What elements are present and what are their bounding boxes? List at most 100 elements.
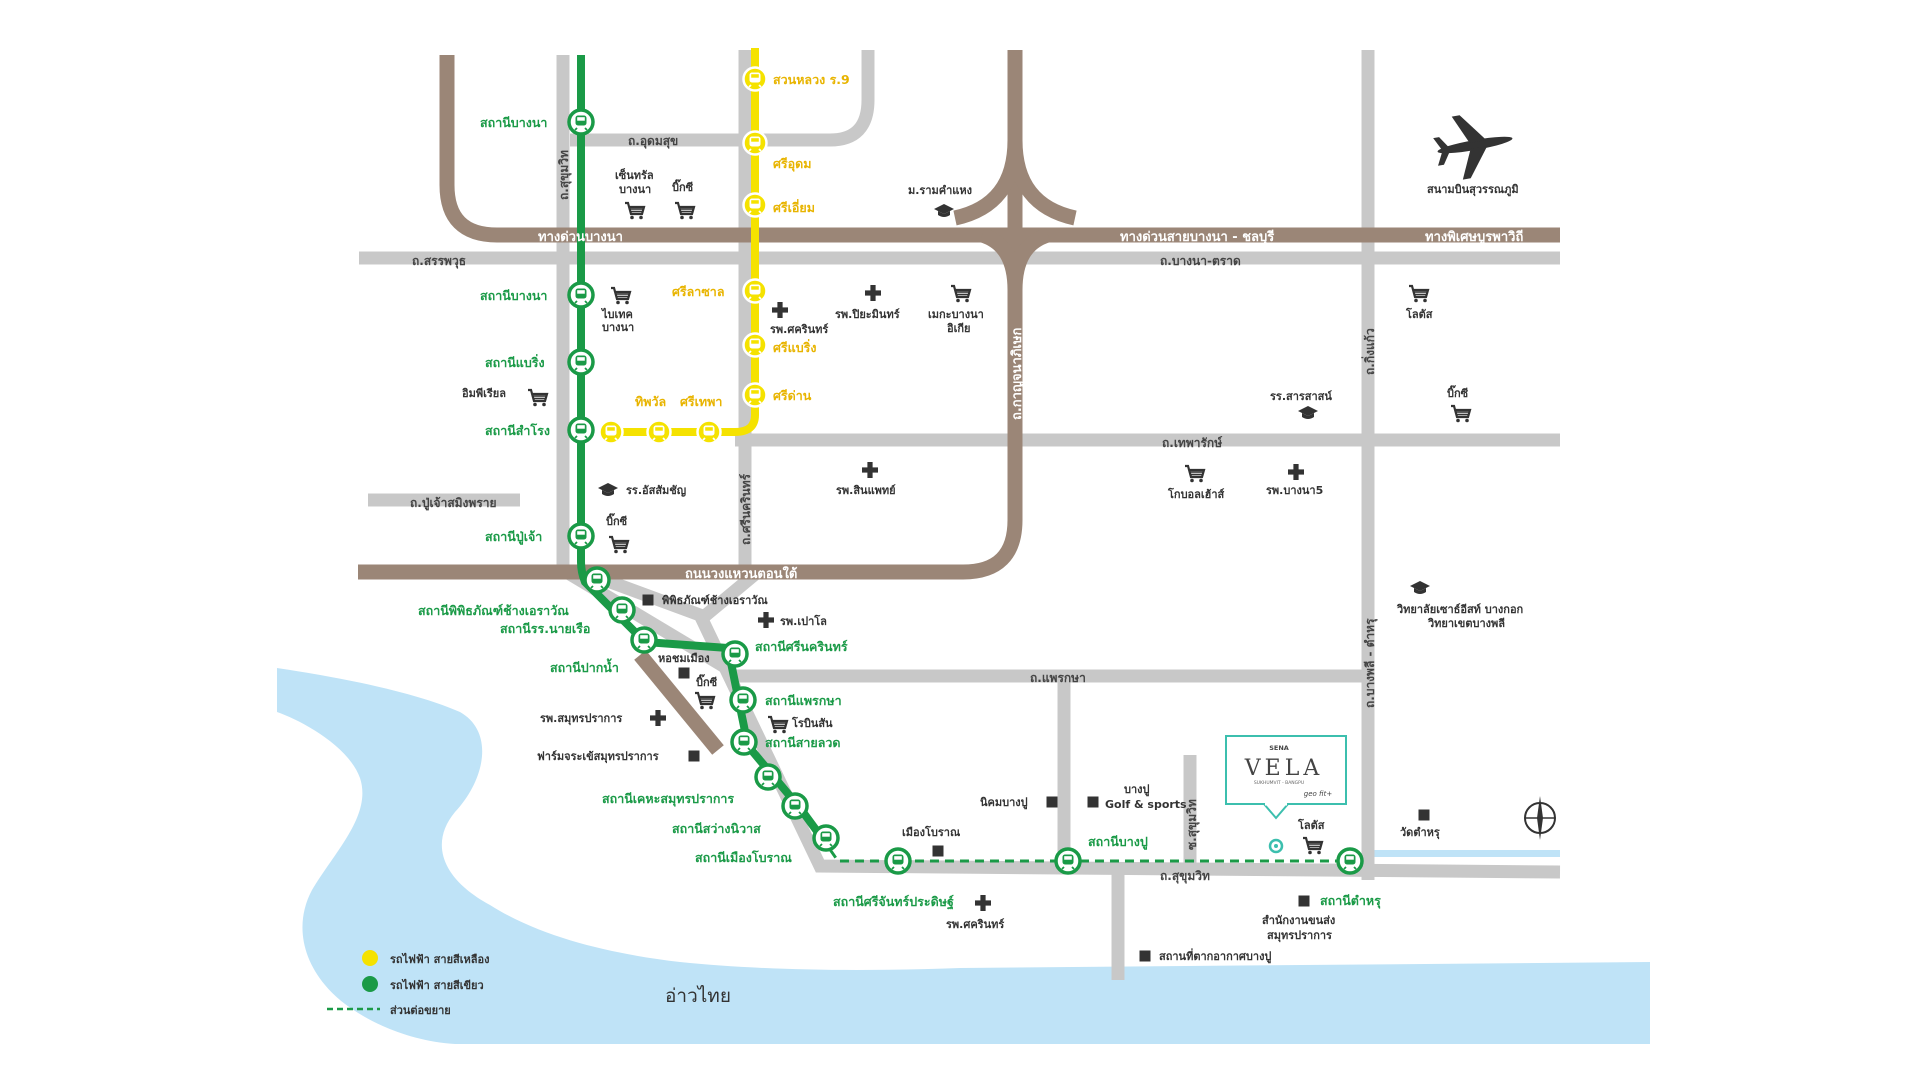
yellow-line-track bbox=[600, 48, 759, 436]
place-central-2: บางนา bbox=[619, 183, 651, 196]
station-label-naval: สถานีรร.นายเรือ bbox=[500, 621, 590, 636]
place-central: เซ็นทรัล bbox=[615, 168, 654, 182]
station-label-sriiam: ศรีเอี่ยม bbox=[773, 199, 815, 215]
place-paolo: รพ.เปาโล bbox=[780, 614, 827, 628]
shopping-cart-icon bbox=[1407, 284, 1430, 304]
road-label-udomsuk: ถ.อุดมสุข bbox=[628, 134, 678, 149]
cross-icon bbox=[772, 302, 788, 318]
compass-icon bbox=[1524, 796, 1556, 840]
place-assumption: รร.อัสสัมชัญ bbox=[626, 484, 686, 497]
highway-label-special: ทางพิเศษบูรพาวิถี bbox=[1425, 229, 1523, 245]
shopping-cart-icon bbox=[1301, 836, 1324, 856]
shopping-cart-icon bbox=[1183, 464, 1206, 484]
road-label-kingkaew: ถ.กิ่งแก้ว bbox=[1361, 328, 1377, 375]
road-label-sukhumvit-soi: ซ.สุขุมวิท bbox=[1185, 799, 1200, 850]
place-college-2: วิทยาเขตบางพลี bbox=[1427, 617, 1505, 630]
road-label-bangphli-tamru: ถ.บางพลี - ตำหรุ bbox=[1363, 618, 1378, 708]
airport-label: สนามบินสุวรรณภูมิ bbox=[1427, 183, 1519, 197]
place-muangboran: เมืองโบราณ bbox=[902, 825, 961, 839]
road-label-thepharak: ถ.เทพารักษ์ bbox=[1162, 436, 1222, 450]
station-label-sribearing: ศรีแบริ่ง bbox=[773, 339, 816, 355]
station-label-sailuat: สถานีสายลวด bbox=[765, 735, 841, 750]
place-crocodile: ฟาร์มจระเข้สมุทรปราการ bbox=[537, 750, 659, 764]
airport-marker: สนามบินสุวรรณภูมิ bbox=[1427, 115, 1519, 197]
place-robinson: โรบินสัน bbox=[791, 716, 833, 730]
highway-label-ring-road: ถนนวงแหวนตอนใต้ bbox=[685, 565, 797, 582]
cross-icon bbox=[975, 895, 991, 911]
shopping-cart-icon bbox=[609, 286, 632, 306]
station-label-srichan: สถานีศรีจันทร์ประดิษฐ์ bbox=[833, 894, 954, 910]
station-label-paknam: สถานีปากน้ำ bbox=[550, 658, 619, 675]
green-line-track bbox=[577, 55, 826, 841]
place-bangpu-golf-1: บางปู bbox=[1124, 783, 1150, 797]
place-global-house: โกบอลเฮ้าส์ bbox=[1167, 487, 1225, 501]
legend-yellow-dot bbox=[362, 950, 378, 966]
cross-icon bbox=[1288, 464, 1304, 480]
place-museum: พิพิธภัณฑ์ช้างเอราวัณ bbox=[662, 594, 768, 607]
shopping-cart-icon bbox=[607, 535, 630, 555]
square-icon bbox=[932, 845, 944, 857]
highway-label-kanchanaphisek: ถ.กาญจนาภิเษก bbox=[1010, 328, 1025, 420]
square-icon bbox=[1418, 809, 1430, 821]
place-sinphaet: รพ.สินแพทย์ bbox=[836, 484, 896, 497]
shopping-cart-icon bbox=[623, 201, 646, 221]
station-label-bangpu: สถานีบางปู bbox=[1088, 834, 1148, 850]
airplane-icon bbox=[1433, 115, 1513, 180]
place-bangpu-resort: สถานที่ตากอากาศบางปู bbox=[1159, 948, 1271, 964]
cross-icon bbox=[865, 285, 881, 301]
place-piyamin: รพ.ปิยะมินทร์ bbox=[835, 308, 900, 321]
station-label-suanluang: สวนหลวง ร.9 bbox=[773, 72, 850, 87]
shopping-cart-icon bbox=[949, 284, 972, 304]
project-tagline: SUKHUMVIT - BANGPU bbox=[1254, 780, 1304, 786]
cross-icon bbox=[758, 612, 774, 628]
legend-green-dot bbox=[362, 976, 378, 992]
station-label-samrong: สถานีสำโรง bbox=[485, 423, 550, 438]
station-label-muangboran: สถานีเมืองโบราณ bbox=[695, 850, 792, 865]
place-transport-2: สมุทรปราการ bbox=[1267, 929, 1332, 943]
station-label-tamru: สถานีตำหรุ bbox=[1320, 893, 1381, 909]
place-samutprakan-hosp: รพ.สมุทรปราการ bbox=[540, 712, 622, 726]
place-nikhom: นิคมบางปู bbox=[980, 796, 1028, 810]
legend-extension-label: ส่วนต่อขยาย bbox=[390, 1004, 451, 1017]
highway-label-bangna-chonburi: ทางด่วนสายบางนา - ชลบุรี bbox=[1120, 229, 1274, 245]
place-tower: หอชมเมือง bbox=[658, 652, 710, 665]
square-icon bbox=[678, 667, 690, 679]
station-label-siudom: ศรีอุดม bbox=[773, 156, 812, 172]
place-bangna5: รพ.บางนา5 bbox=[1266, 484, 1323, 497]
project-partner: geo fit+ bbox=[1304, 790, 1333, 798]
station-label-lasalle: ศรีลาซาล bbox=[672, 284, 725, 299]
place-bigc-4: บิ๊กซี bbox=[696, 674, 718, 689]
expressways bbox=[358, 50, 1560, 755]
sea-area bbox=[277, 668, 1650, 1044]
square-icon bbox=[1046, 796, 1058, 808]
place-lotus-1: โลตัส bbox=[1405, 307, 1433, 321]
place-transport-1: สำนักงานขนส่ง bbox=[1262, 914, 1335, 927]
square-icon bbox=[688, 750, 700, 762]
place-bigc-2: บิ๊กซี bbox=[1447, 385, 1469, 400]
road-label-sukhumvit: ถ.สุขุมวิท bbox=[1160, 869, 1210, 884]
place-bigc-1: บิ๊กซี bbox=[672, 179, 694, 194]
shopping-cart-icon bbox=[526, 388, 549, 408]
place-lotus-2: โลตัส bbox=[1297, 818, 1325, 832]
station-label-sritepha: ศรีเทพา bbox=[680, 394, 722, 409]
shopping-cart-icon bbox=[1449, 404, 1472, 424]
square-icon bbox=[1087, 796, 1099, 808]
cross-icon bbox=[650, 710, 666, 726]
road-label-srinakarin: ถ.ศรีนครินทร์ bbox=[739, 473, 753, 545]
highway-label-bangna: ทางด่วนบางนา bbox=[538, 230, 623, 245]
place-bitec-2: บางนา bbox=[602, 321, 634, 334]
square-icon bbox=[642, 594, 654, 606]
graduation-cap-icon bbox=[598, 483, 618, 496]
yellow-line-stations: สวนหลวง ร.9 ศรีอุดม ศรีเอี่ยม ศรีลาซาล ศ… bbox=[598, 66, 850, 445]
place-wat-tamru: วัดตำหรุ bbox=[1400, 826, 1440, 840]
place-ramkhamhaeng: ม.รามคำแหง bbox=[908, 184, 972, 197]
station-label-puchao: สถานีปู่เจ้า bbox=[485, 529, 542, 545]
place-imperial: อิมพีเรียล bbox=[462, 387, 507, 400]
shopping-cart-icon bbox=[693, 691, 716, 711]
station-label-kheha: สถานีเคหะสมุทรปราการ bbox=[602, 791, 734, 807]
place-college-1: วิทยาลัยเซาธ์อีสท์ บางกอก bbox=[1396, 603, 1523, 616]
shopping-cart-icon bbox=[766, 715, 789, 735]
place-bangpu-golf-2: Golf & sports bbox=[1105, 798, 1187, 811]
points-of-interest: เซ็นทรัล บางนา บิ๊กซี ม.รามคำแหง ไบเทค บ… bbox=[462, 168, 1524, 964]
legend-yellow-label: รถไฟฟ้า สายสีเหลือง bbox=[390, 952, 489, 966]
